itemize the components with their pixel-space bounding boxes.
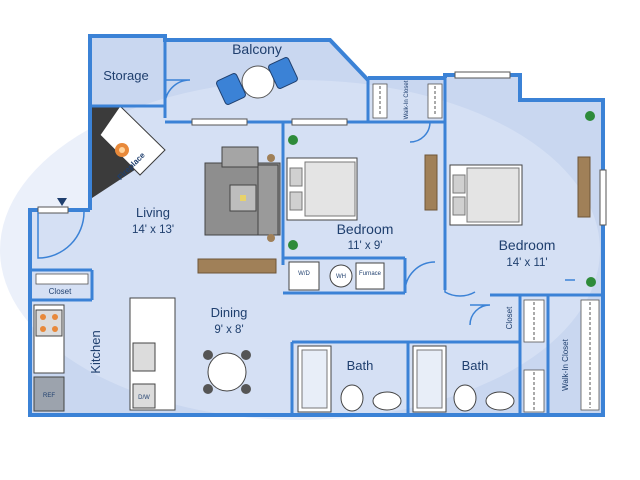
bed1-dresser <box>424 154 438 211</box>
sink-bath-1 <box>372 391 402 411</box>
bathtub-1-basin <box>301 349 328 409</box>
balcony-table <box>241 65 275 99</box>
hall-closet-label: Closet <box>505 306 514 329</box>
sofa <box>257 164 279 236</box>
plant-icon <box>288 240 298 250</box>
toilet-2 <box>453 384 477 412</box>
door-hallcloset <box>469 304 491 326</box>
armchair <box>221 146 259 168</box>
bedroom1-dims: 11' x 9' <box>348 240 383 252</box>
window-entry <box>37 206 69 214</box>
dining-table <box>207 352 247 392</box>
fireplace-hearth <box>99 105 166 176</box>
stove <box>35 309 63 337</box>
refrigerator-label: REF <box>43 393 55 399</box>
plant-icon <box>586 277 596 287</box>
balcony-furniture <box>216 57 298 105</box>
dining-dims: 9' x 8' <box>214 324 243 336</box>
window-bed2-top <box>454 71 511 79</box>
door-walkin1 <box>409 121 431 143</box>
balcony-chair-right <box>268 57 298 89</box>
washer-dryer <box>288 261 320 291</box>
entry-closet-label: Closet <box>49 287 72 296</box>
wall-top-left <box>88 34 370 210</box>
burner-icon <box>40 314 46 320</box>
walkin2-label: Walk-In Closet <box>561 338 570 390</box>
toilet-1 <box>340 384 364 412</box>
side-table-bottom <box>267 234 275 242</box>
kitchen-label: Kitchen <box>88 330 103 373</box>
storage-label: Storage <box>103 68 149 83</box>
sink-bath-2 <box>485 391 515 411</box>
bedroom1-furniture <box>286 135 438 250</box>
coffee-table-decor <box>240 195 246 201</box>
living-dims: 14' x 13' <box>132 224 174 236</box>
bedroom1-label: Bedroom <box>337 221 394 237</box>
tv-console <box>197 258 277 274</box>
door-storage <box>164 79 191 106</box>
living-label: Living <box>136 205 170 220</box>
bed2-pillow-top <box>452 174 466 194</box>
door-bedroom1 <box>404 261 436 293</box>
plant-icon <box>288 135 298 145</box>
window-bed2-right <box>599 169 607 226</box>
bed1-pillow-top <box>289 167 303 187</box>
dining-chair <box>203 384 213 394</box>
burner-icon <box>52 326 58 332</box>
balcony-chair-left <box>216 73 246 105</box>
utility-area: W/D WH Furnace <box>288 261 385 291</box>
bedroom2-label: Bedroom <box>499 237 556 253</box>
kitchen-fixtures: REF Kitchen D/W <box>33 297 176 412</box>
entry-arrow-icon <box>57 198 67 206</box>
window-bed1-top <box>291 118 348 126</box>
water-heater-label: WH <box>336 274 346 280</box>
burner-icon <box>40 326 46 332</box>
fireplace-fire-core <box>119 147 125 153</box>
bath1-label: Bath <box>347 358 374 373</box>
windows <box>37 71 607 226</box>
bed2-blanket <box>466 167 520 223</box>
balcony-label: Balcony <box>232 41 282 57</box>
dishwasher-label: D/W <box>138 395 150 401</box>
bed2-pillow-bottom <box>452 196 466 216</box>
side-table-top <box>267 154 275 162</box>
bath2-label: Bath <box>462 358 489 373</box>
window-living-top <box>191 118 248 126</box>
furnace-label: Furnace <box>359 271 382 277</box>
door-entry <box>37 211 85 259</box>
walkin2-shelf-a <box>523 299 545 343</box>
walkin2-shelf-b <box>523 369 545 413</box>
dining-chair <box>203 350 213 360</box>
dining-chair <box>241 384 251 394</box>
room-labels: Balcony Storage Living 14' x 13' Dining … <box>49 41 570 391</box>
bedroom2-furniture <box>449 111 596 287</box>
living-furniture <box>197 146 281 274</box>
dishwasher <box>132 383 156 409</box>
bed1-blanket <box>304 161 356 217</box>
bedroom2-dims: 14' x 11' <box>506 257 547 269</box>
plant-icon <box>585 111 595 121</box>
bed2-dresser <box>577 156 591 218</box>
refrigerator <box>33 376 65 412</box>
walkin1-label: Walk-In Closet <box>404 80 410 119</box>
washer-dryer-label: W/D <box>298 271 310 277</box>
dining-furniture <box>203 350 251 394</box>
dining-chair <box>241 350 251 360</box>
doors <box>37 79 575 326</box>
water-heater <box>329 264 353 288</box>
bed1-pillow-bottom <box>289 191 303 211</box>
entry-closet-shelf <box>35 273 89 285</box>
dining-label: Dining <box>211 305 248 320</box>
sink <box>132 342 156 372</box>
door-bedroom2 <box>444 262 476 297</box>
burner-icon <box>52 314 58 320</box>
bathtub-2-basin <box>416 349 443 409</box>
bath-fixtures <box>297 345 515 413</box>
furnace <box>355 262 385 290</box>
closet-shelves <box>35 83 600 413</box>
